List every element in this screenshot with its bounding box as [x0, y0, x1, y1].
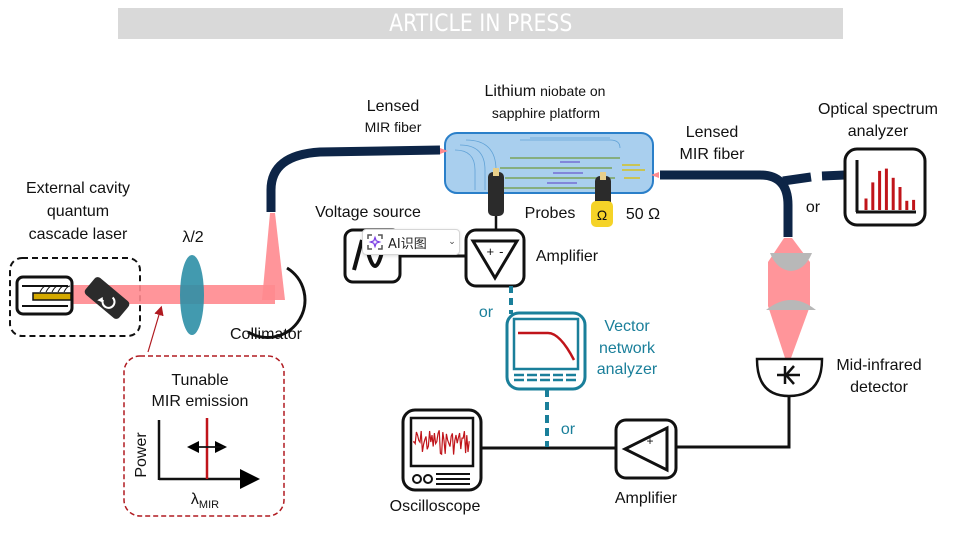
- oscilloscope-icon: [401, 408, 483, 492]
- svg-text:Vector: Vector: [604, 318, 650, 335]
- article-in-press-banner: ARTICLE IN PRESS: [118, 8, 843, 39]
- half-wave-plate-label: λ/2: [182, 229, 203, 246]
- svg-text:detector: detector: [850, 379, 908, 396]
- amplifier-top-label: Amplifier: [536, 248, 599, 265]
- chevron-down-icon[interactable]: ⌄: [448, 237, 456, 247]
- svg-text:analyzer: analyzer: [597, 361, 658, 378]
- lensed-fiber-left-label: Lensed MIR fiber: [365, 98, 422, 135]
- half-wave-plate-icon: [180, 255, 204, 335]
- collimator-icon: [247, 266, 307, 339]
- svg-text:Lensed: Lensed: [367, 98, 420, 115]
- laser-label: External cavity quantum cascade laser: [26, 180, 130, 243]
- svg-text:cascade laser: cascade laser: [29, 226, 128, 243]
- lensed-fiber-right: [660, 170, 793, 237]
- svg-text:External cavity: External cavity: [26, 180, 130, 197]
- svg-text:Optical spectrum: Optical spectrum: [818, 101, 938, 118]
- banner-text: ARTICLE IN PRESS: [388, 9, 573, 37]
- svg-text:MIR emission: MIR emission: [152, 393, 249, 410]
- grating-icon: [84, 277, 130, 319]
- amplifier-top-icon: [464, 228, 526, 288]
- vector-network-analyzer-icon: [505, 311, 587, 391]
- or-vna-oscilloscope-label: or: [561, 421, 576, 438]
- svg-text:Lensed: Lensed: [686, 124, 739, 141]
- amp-bottom-signs: +: [646, 434, 653, 448]
- probe-left: [488, 168, 504, 235]
- oscilloscope-label: Oscilloscope: [390, 498, 481, 515]
- amplifier-bottom-icon: [614, 418, 678, 480]
- svg-text:quantum: quantum: [47, 203, 109, 220]
- amp-top-signs: +-: [487, 244, 504, 259]
- collimator-label: Collimator: [230, 326, 303, 343]
- termination-50-ohm-icon: [591, 201, 613, 227]
- detector-label: Mid-infrared detector: [836, 357, 921, 396]
- mid-infrared-detector-icon: [755, 357, 824, 398]
- svg-text:network: network: [599, 340, 656, 357]
- svg-text:MIR fiber: MIR fiber: [365, 119, 422, 135]
- lambda-axis-label: λMIR: [191, 491, 219, 511]
- callout-arrow: [147, 305, 164, 353]
- or-osa-label: or: [806, 199, 821, 216]
- svg-text:MIR fiber: MIR fiber: [680, 146, 746, 163]
- svg-text:Mid-infrared: Mid-infrared: [836, 357, 921, 374]
- voltage-source-label: Voltage source: [315, 204, 421, 221]
- probe-right: [591, 172, 613, 227]
- power-axis-label: Power: [133, 432, 150, 478]
- wire-detector-amplifier: [676, 396, 791, 449]
- amplifier-bottom-label: Amplifier: [615, 490, 678, 507]
- ai-image-recognition-popup[interactable]: AI识图 ⌄: [362, 229, 460, 255]
- lensed-fiber-right-label: Lensed MIR fiber: [680, 124, 746, 163]
- tunable-plot: [157, 418, 260, 489]
- beam-to-fiber: [262, 213, 285, 300]
- lens-lower-icon: [766, 300, 816, 310]
- qcl-chip-icon: [15, 275, 74, 316]
- lens-upper-icon: [770, 253, 812, 271]
- optical-spectrum-analyzer-icon: [843, 147, 927, 227]
- or-amp-vna-label: or: [479, 304, 494, 321]
- svg-text:sapphire platform: sapphire platform: [492, 105, 600, 121]
- vna-label: Vector network analyzer: [597, 318, 658, 378]
- ai-popup-label: AI识图: [388, 236, 427, 252]
- termination-label: 50 Ω: [626, 206, 660, 223]
- oscilloscope-trace: [412, 430, 470, 456]
- tunable-label: Tunable MIR emission: [152, 372, 249, 410]
- termination-symbol: Ω: [597, 207, 607, 223]
- fiber-to-osa: [782, 170, 846, 186]
- svg-text:Tunable: Tunable: [171, 372, 228, 389]
- lithium-niobate-chip: [440, 132, 659, 194]
- lensed-fiber-left: [266, 145, 441, 212]
- probes-label: Probes: [525, 205, 576, 222]
- osa-label: Optical spectrum analyzer: [818, 101, 938, 140]
- tunable-emission-box: [123, 355, 285, 517]
- svg-text:analyzer: analyzer: [848, 123, 909, 140]
- sparkle-scan-icon: [367, 234, 383, 250]
